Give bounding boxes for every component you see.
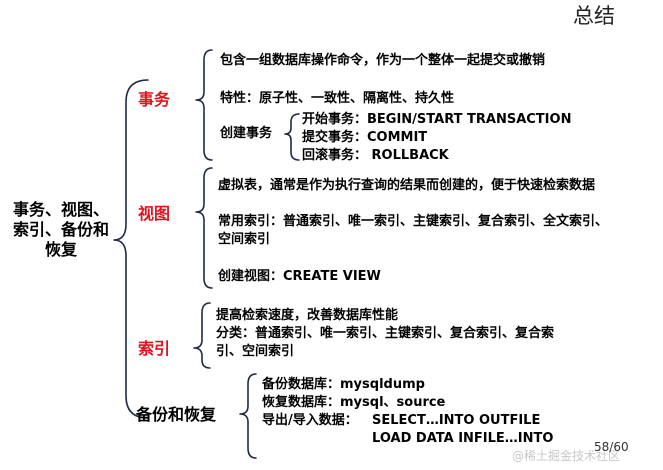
root-topic-line: 索引、备份和 (12, 220, 109, 239)
root-topic: 事务、视图、 索引、备份和 恢复 (2, 200, 120, 260)
slide-title: 总结 (573, 4, 615, 28)
root-brace (113, 79, 149, 419)
category-index: 索引 (138, 339, 171, 358)
view-brace (195, 167, 213, 289)
category-backup: 备份和恢复 (136, 405, 217, 424)
create-transaction-label: 创建事务 (220, 126, 273, 141)
restore-database: 恢复数据库：mysql、source (262, 395, 446, 410)
common-indexes-line2: 空间索引 (218, 232, 271, 247)
page-number: 58/60 (594, 440, 629, 454)
index-description: 提高检索速度，改善数据库性能 (216, 308, 399, 323)
export-statement: SELECT…INTO OUTFILE (372, 413, 541, 428)
root-topic-line: 事务、视图、 (12, 200, 109, 219)
backup-brace (239, 373, 257, 459)
category-transaction: 事务 (138, 90, 171, 109)
create-transaction-brace (284, 113, 300, 161)
create-view: 创建视图：CREATE VIEW (218, 269, 381, 284)
watermark: @稀土掘金技术社区 (512, 449, 621, 463)
root-topic-line: 恢复 (44, 240, 77, 259)
backup-database: 备份数据库：mysqldump (262, 377, 425, 392)
index-types-line1: 分类：普通索引、唯一索引、主键索引、复合索引、复合索 (216, 326, 555, 341)
index-brace (193, 302, 211, 369)
export-import-label: 导出/导入数据： (262, 413, 358, 428)
commit-transaction: 提交事务：COMMIT (302, 130, 428, 145)
rollback-transaction: 回滚事务： ROLLBACK (302, 148, 449, 163)
transaction-description: 包含一组数据库操作命令，作为一个整体一起提交或撤销 (220, 53, 546, 68)
view-description: 虚拟表，通常是作为执行查询的结果而创建的，便于快速检索数据 (218, 178, 596, 193)
begin-transaction: 开始事务：BEGIN/START TRANSACTION (302, 112, 572, 127)
category-view: 视图 (138, 204, 171, 223)
index-types-line2: 引、空间索引 (216, 344, 295, 359)
transaction-properties: 特性：原子性、一致性、隔离性、持久性 (220, 91, 455, 106)
transaction-brace (195, 49, 213, 161)
common-indexes-line1: 常用索引：普通索引、唯一索引、主键索引、复合索引、全文索引、 (218, 214, 609, 229)
import-statement: LOAD DATA INFILE…INTO (372, 431, 554, 446)
